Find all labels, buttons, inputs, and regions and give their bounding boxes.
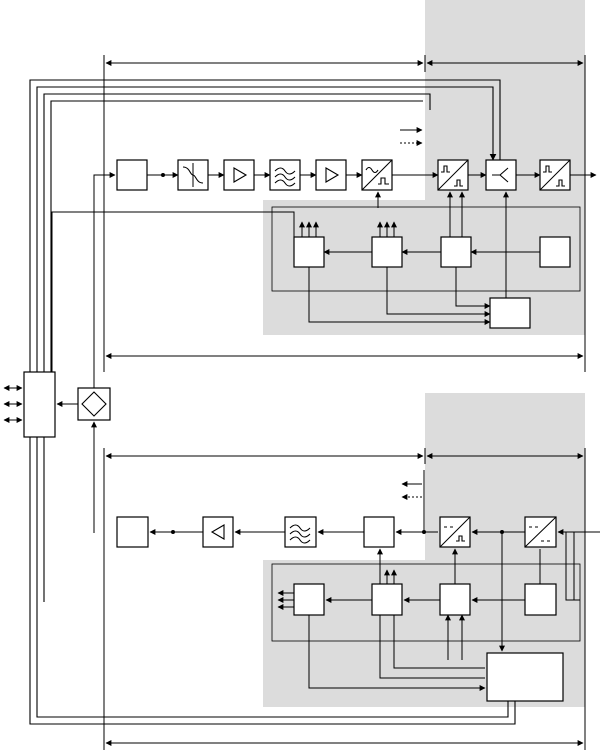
lowpass-filter-icon — [274, 167, 296, 187]
tx-feedback-bus — [29, 79, 501, 372]
rx-filter-block — [284, 516, 317, 548]
interface-section — [3, 172, 116, 533]
digital-pulse-converter-icon — [539, 159, 571, 191]
rx-amp-block — [202, 516, 234, 548]
rx-feedback-bus — [29, 437, 516, 725]
switch-block — [77, 387, 111, 421]
tx-control-section — [51, 191, 571, 372]
tx-ctrl-feedback-line — [51, 211, 295, 372]
receive-chain — [116, 470, 600, 601]
tx-ctrl-4-block — [539, 236, 571, 268]
digital-converter-icon — [524, 516, 557, 548]
analog-to-digital-icon — [361, 159, 393, 191]
tx-filter-block — [269, 159, 301, 191]
combiner-icon — [492, 167, 509, 183]
switch-to-tx-line — [93, 172, 116, 388]
tx-source-block — [116, 159, 148, 191]
amplifier-triangle-icon — [233, 167, 248, 183]
lowpass-filter-icon — [289, 524, 311, 544]
rx-ctrl-1-block — [293, 583, 325, 616]
digital-to-pulse-icon — [439, 516, 471, 548]
amplifier-reverse-icon — [210, 524, 225, 540]
rx-ctrl-5-block — [486, 652, 564, 702]
tx-amp-2-block — [315, 159, 347, 191]
rx-control-section — [277, 534, 564, 702]
rx-ctrl-4-block — [524, 583, 557, 616]
tx-ctrl-1-block — [293, 236, 325, 268]
dimension-arrows — [103, 55, 586, 750]
rx-sink-block — [116, 516, 149, 548]
tx-control-frame — [271, 206, 581, 292]
tx-combiner-block — [485, 159, 517, 191]
amplifier-triangle-icon — [325, 167, 340, 183]
digital-pulse-converter-icon — [437, 159, 469, 191]
rx-ctrl-3-block — [439, 583, 471, 616]
rx-ctrl-2-block — [371, 583, 403, 616]
diamond-switch-icon — [81, 391, 107, 417]
tx-amp-1-block — [223, 159, 255, 191]
tx-ctrl-2-block — [371, 236, 403, 268]
tx-ctrl-3-block — [440, 236, 472, 268]
tx-ctrl-5-block — [489, 297, 531, 329]
io-block — [23, 371, 56, 438]
rx-dac-block — [363, 516, 395, 548]
transmit-chain — [116, 127, 597, 208]
rx-control-frame — [271, 563, 581, 642]
